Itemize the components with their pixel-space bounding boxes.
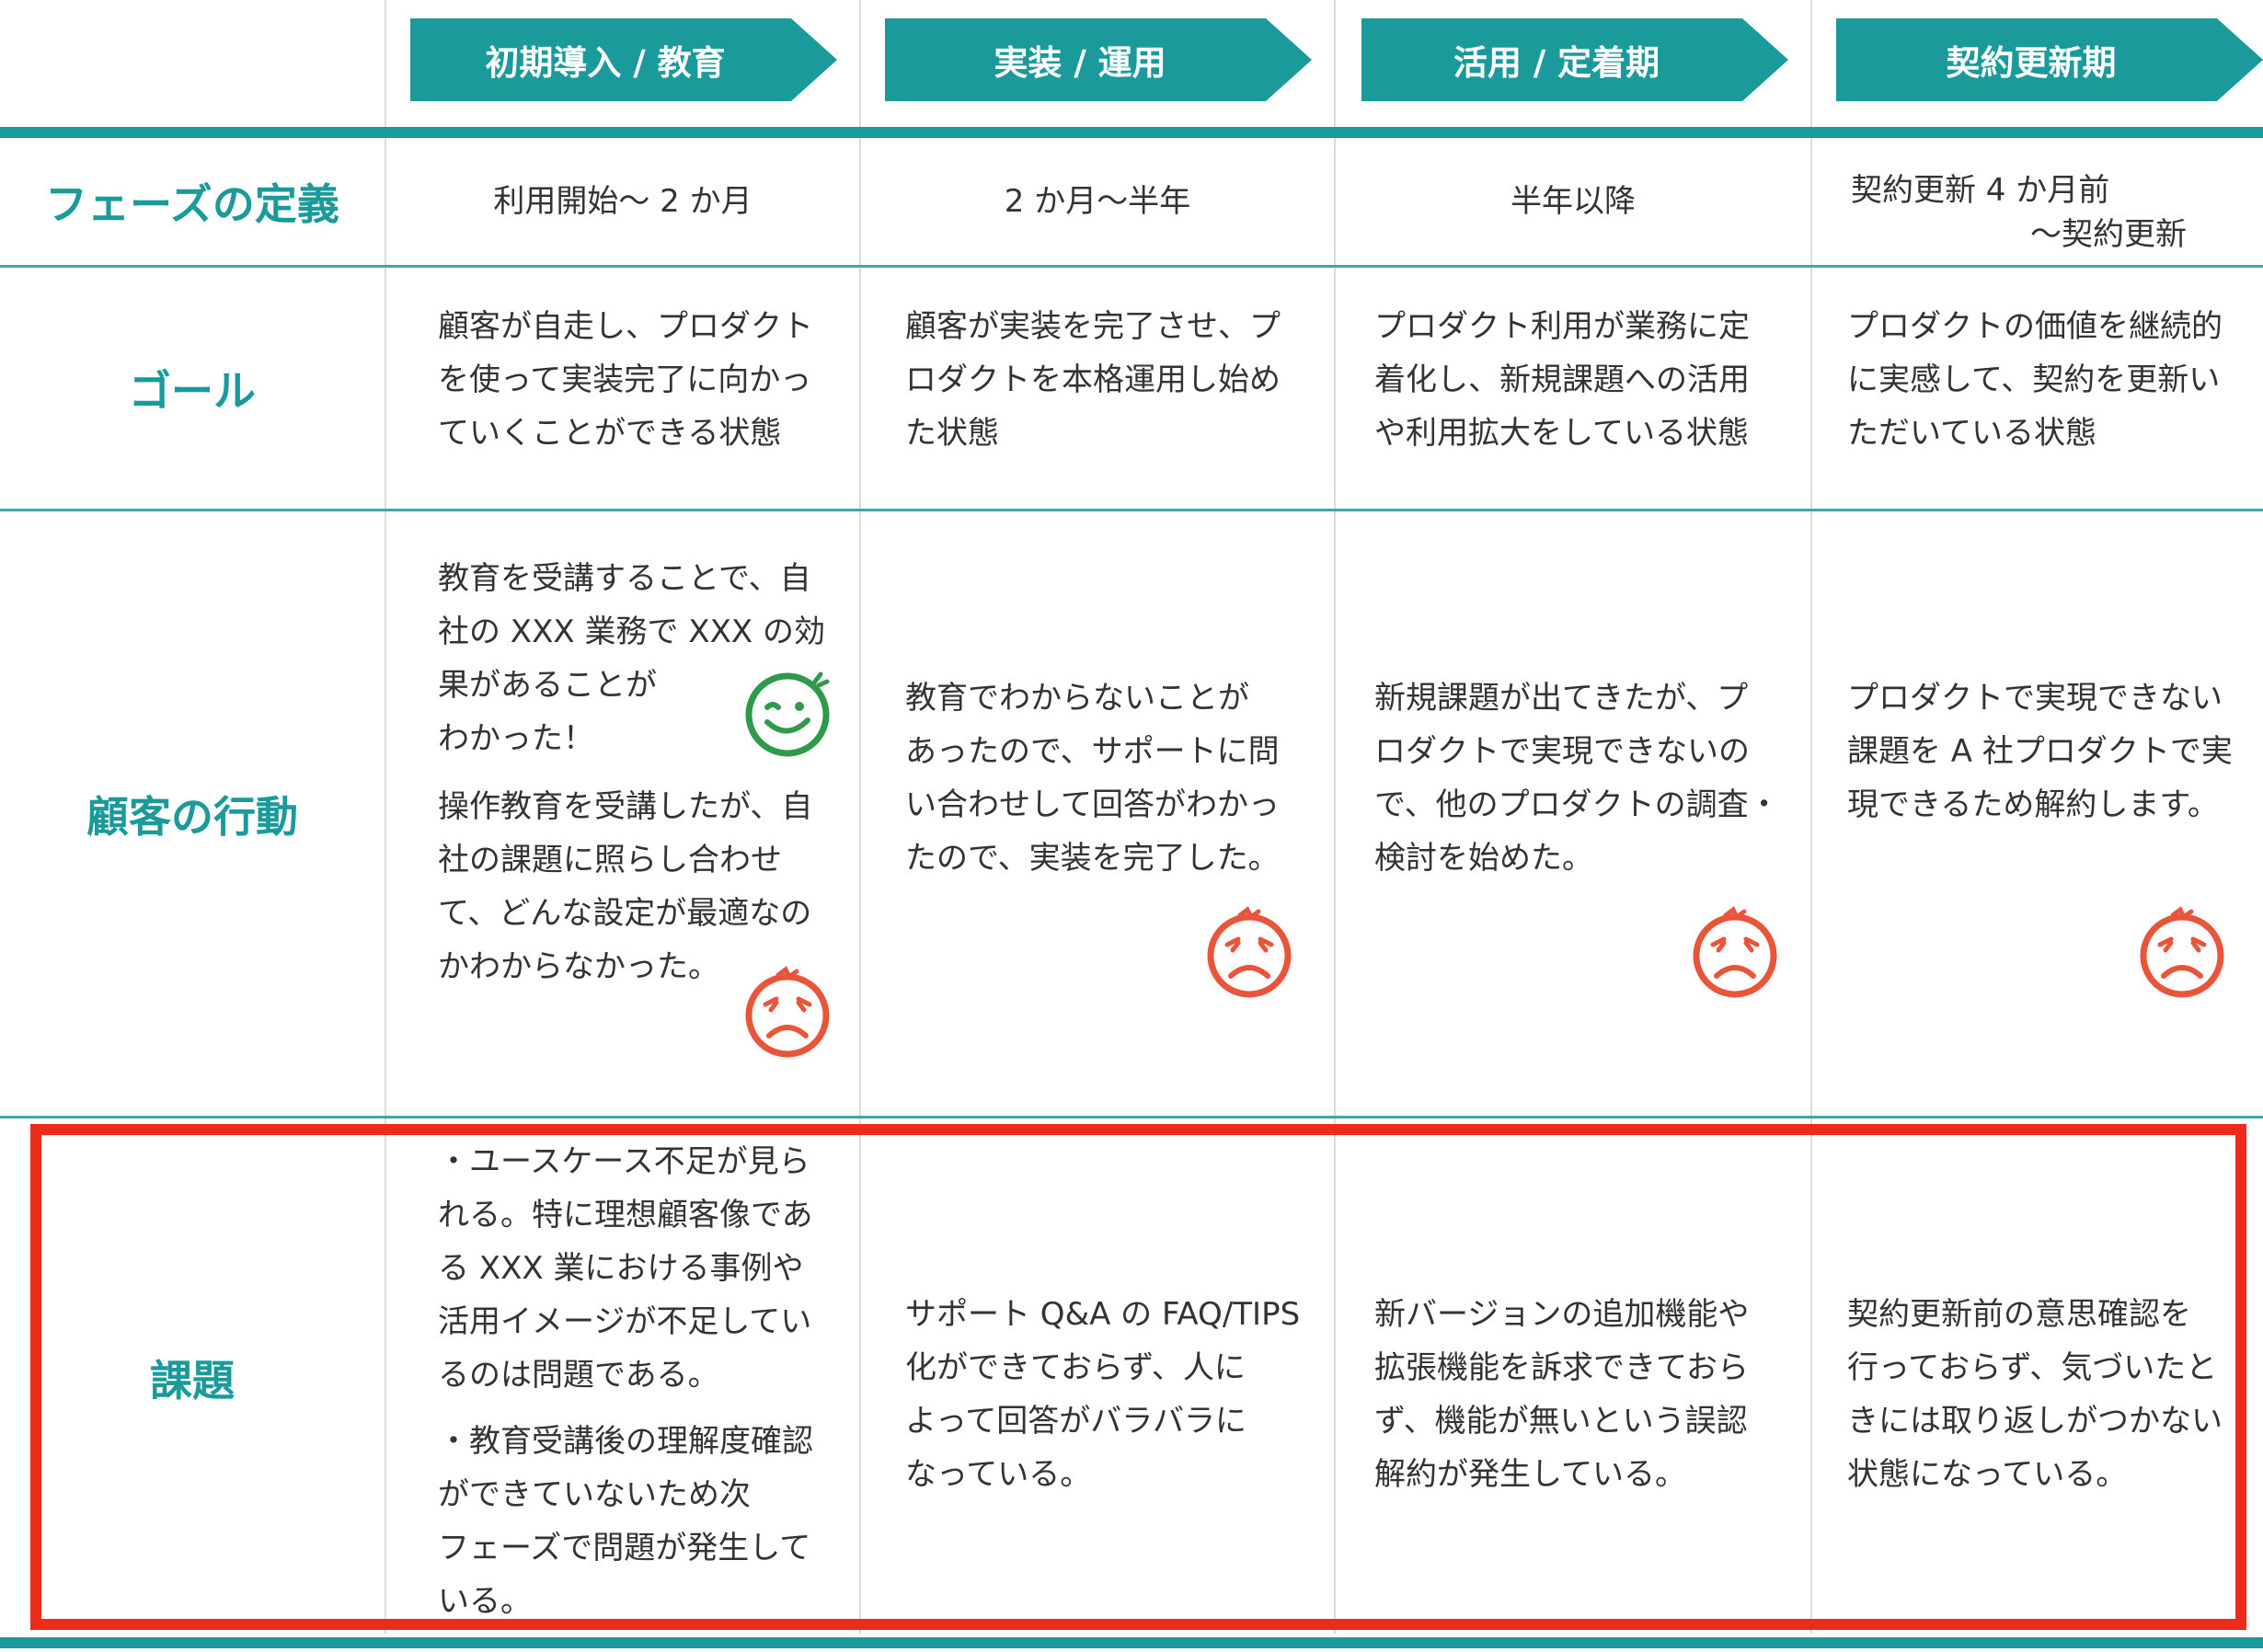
issues-highlight-box <box>30 1124 2246 1630</box>
behavior-cell: 教育でわからないことが あったので、サポートに問 い合わせして回答がわかっ たの… <box>905 671 1334 885</box>
cell-text: 教育を受講することで、自 社の XXX 業務で XXX の効 果があることが わ… <box>438 560 825 757</box>
behavior-cell: 教育を受講することで、自 社の XXX 業務で XXX の効 果があることが わ… <box>438 552 859 993</box>
row-label-issues: 課題 <box>150 1356 235 1405</box>
sad-face-icon <box>745 966 830 1058</box>
row-divider <box>0 265 2263 268</box>
behavior-cell: 新規課題が出てきたが、プ ロダクトで実現できないの で、他のプロダクトの調査・ … <box>1374 671 1810 885</box>
behavior-cell: プロダクトで実現できない 課題を A 社プロダクトで実 現できるため解約します。 <box>1847 671 2263 832</box>
cell-text: 顧客が実装を完了させ、プ ロダクトを本格運用し始め た状態 <box>905 308 1281 452</box>
phase-header-label: 実装 / 運用 <box>994 43 1166 83</box>
phase-header-label: 活用 / 定着期 <box>1453 43 1660 83</box>
sad-face-icon <box>2140 906 2224 998</box>
cell-text: 顧客が自走し、プロダクト を使って実装完了に向かっ ていくことができる状態 <box>438 308 813 452</box>
row-label-definition: フェーズの定義 <box>45 179 339 229</box>
cell-text: ・ユースケース不足が見ら れる。特に理想顧客像であ る XXX 業における事例や… <box>438 1143 813 1394</box>
column-divider <box>385 0 386 1634</box>
row-label-goal: ゴール <box>129 366 256 416</box>
cell-text: 操作教育を受講したが、自 社の課題に照らし合わせ て、どんな設定が最適なの かわ… <box>438 788 813 985</box>
goal-cell: プロダクト利用が業務に定 着化し、新規課題への活用 や利用拡大をしている状態 <box>1374 300 1810 460</box>
header-rule <box>0 127 2263 138</box>
definition-cell: 2 か月～半年 <box>1004 182 1191 220</box>
issues-cell: 契約更新前の意思確認を 行っておらず、気づいたと きには取り返しがつかない 状態… <box>1847 1288 2263 1501</box>
column-divider <box>1334 0 1336 1634</box>
goal-cell: 顧客が実装を完了させ、プ ロダクトを本格運用し始め た状態 <box>905 300 1334 460</box>
cell-text: サポート Q&A の FAQ/TIPS 化ができておらず、人に よって回答がバラ… <box>905 1296 1301 1493</box>
definition-line: 契約更新 4 か月前 <box>1851 172 2110 209</box>
issues-cell: サポート Q&A の FAQ/TIPS 化ができておらず、人に よって回答がバラ… <box>905 1288 1334 1501</box>
issues-cell: 新バージョンの追加機能や 拡張機能を訴求できておら ず、機能が無いという誤認 解… <box>1374 1288 1810 1501</box>
cell-text: プロダクトの価値を継続的 に実感して、契約を更新い ただいている状態 <box>1847 308 2223 452</box>
cell-text: プロダクトで実現できない 課題を A 社プロダクトで実 現できるため解約します。 <box>1847 680 2233 823</box>
goal-cell: プロダクトの価値を継続的 に実感して、契約を更新い ただいている状態 <box>1847 300 2263 460</box>
phase-header-1: 初期導入 / 教育 <box>410 18 837 101</box>
definition-cell: 契約更新 4 か月前 ～契約更新 <box>1851 133 2256 262</box>
definition-cell: 利用開始～ 2 か月 <box>493 182 752 220</box>
phase-header-4: 契約更新期 <box>1836 18 2263 101</box>
cell-text: プロダクト利用が業務に定 着化し、新規課題への活用 や利用拡大をしている状態 <box>1374 308 1750 452</box>
cell-text: 契約更新前の意思確認を 行っておらず、気づいたと きには取り返しがつかない 状態… <box>1847 1296 2223 1493</box>
row-divider <box>0 509 2263 511</box>
row-divider <box>0 1116 2263 1119</box>
happy-face-icon <box>745 671 830 757</box>
phase-header-label: 契約更新期 <box>1946 43 2117 83</box>
column-divider <box>1810 0 1812 1634</box>
definition-cell: 半年以降 <box>1511 182 1636 220</box>
goal-cell: 顧客が自走し、プロダクト を使って実装完了に向かっ ていくことができる状態 <box>438 300 859 460</box>
phase-header-label: 初期導入 / 教育 <box>485 43 726 83</box>
issues-cell: ・ユースケース不足が見ら れる。特に理想顧客像であ る XXX 業における事例や… <box>438 1135 859 1628</box>
cell-text: ・教育受講後の理解度確認 ができていないため次 フェーズで問題が発生して いる。 <box>438 1423 813 1620</box>
phase-header-3: 活用 / 定着期 <box>1361 18 1788 101</box>
cell-text: 新バージョンの追加機能や 拡張機能を訴求できておら ず、機能が無いという誤認 解… <box>1374 1296 1750 1493</box>
row-label-behavior: 顧客の行動 <box>86 791 298 842</box>
cell-text: 新規課題が出てきたが、プ ロダクトで実現できないの で、他のプロダクトの調査・ … <box>1374 680 1780 877</box>
definition-line: ～契約更新 <box>2030 216 2187 253</box>
sad-face-icon <box>1693 906 1777 998</box>
cell-text: 教育でわからないことが あったので、サポートに問 い合わせして回答がわかっ たの… <box>905 680 1280 877</box>
phase-header-2: 実装 / 運用 <box>885 18 1312 101</box>
sad-face-icon <box>1207 906 1292 998</box>
column-divider <box>859 0 861 1634</box>
bottom-rule <box>0 1637 2263 1648</box>
